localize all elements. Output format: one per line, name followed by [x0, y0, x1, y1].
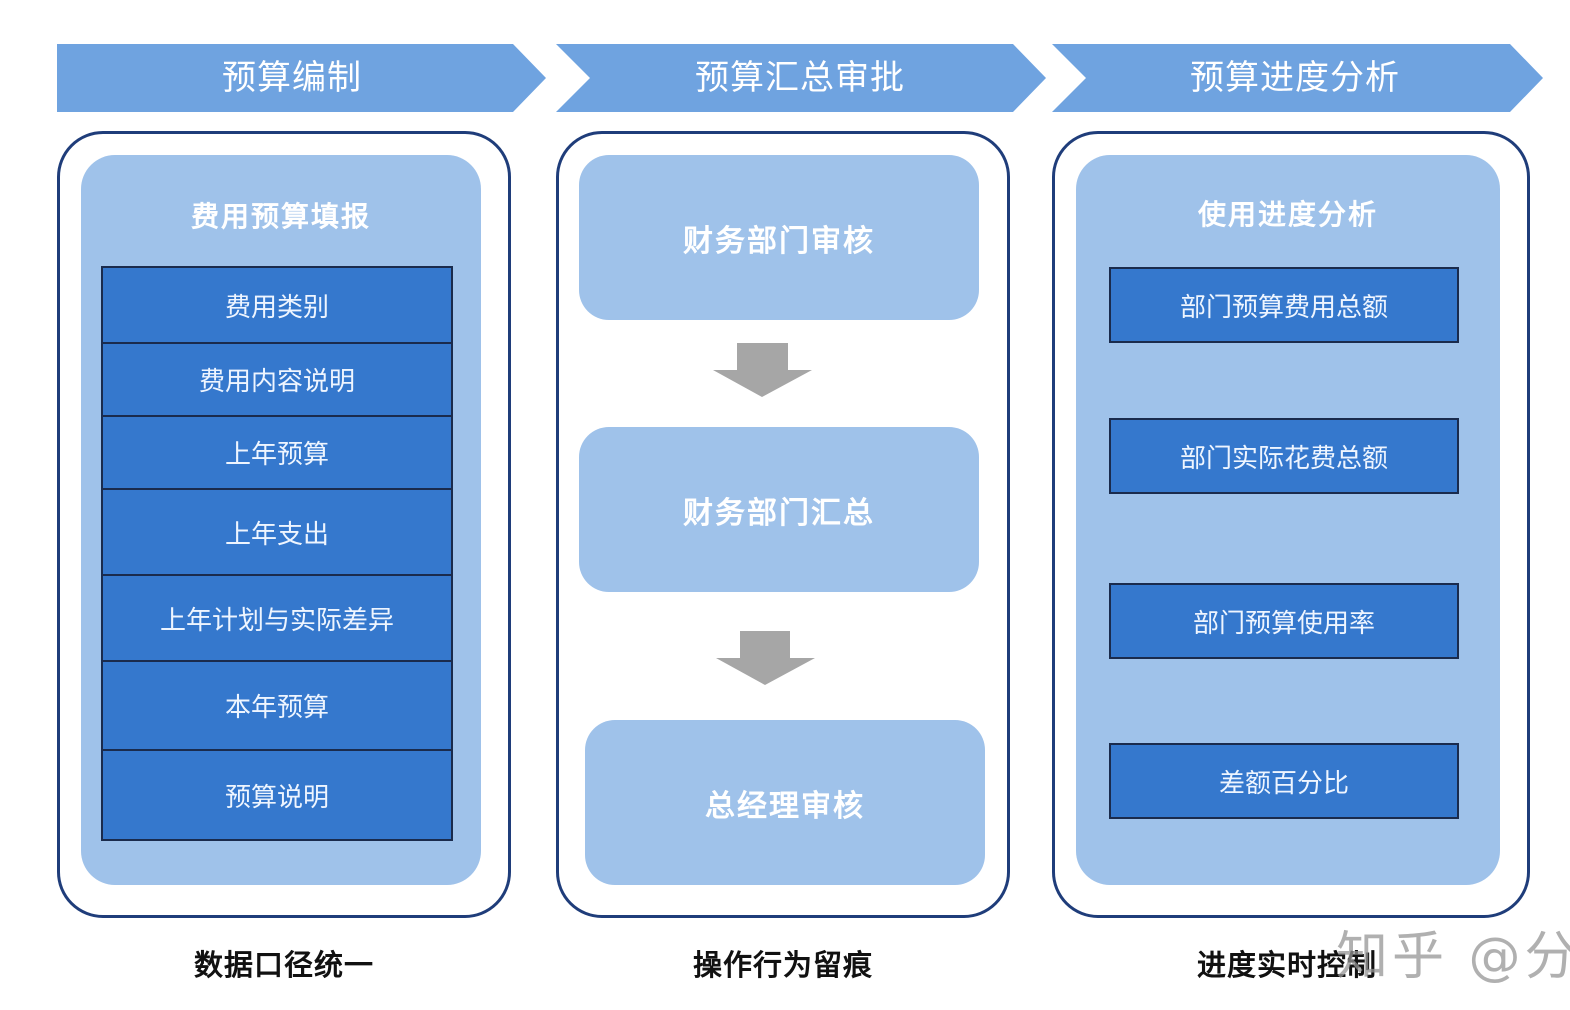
chevron-stage-3	[1052, 44, 1543, 112]
caption-operation-trace: 操作行为留痕	[692, 948, 873, 982]
metric-variance-percentage: 差额百分比	[1109, 743, 1459, 819]
arrow-down-icon	[713, 343, 812, 397]
metric-budget-usage-rate: 部门预算使用率	[1109, 583, 1459, 659]
arrow-down-icon	[716, 631, 815, 685]
chevron-stage-2	[556, 44, 1046, 112]
chevron-stage-1	[57, 44, 546, 112]
field-row: 费用类别	[103, 268, 451, 344]
step-finance-summary: 财务部门汇总	[579, 427, 979, 592]
caption-realtime-control: 进度实时控制	[1196, 948, 1377, 982]
budget-field-table: 费用类别 费用内容说明 上年预算 上年支出 上年计划与实际差异 本年预算 预算说…	[101, 266, 453, 841]
stage-title-3: 预算进度分析	[1190, 58, 1400, 98]
metric-dept-budget-total: 部门预算费用总额	[1109, 267, 1459, 343]
field-row: 上年支出	[103, 490, 451, 576]
field-row: 上年计划与实际差异	[103, 576, 451, 662]
panel-title-expense-budget: 费用预算填报	[190, 200, 371, 233]
stage-title-2: 预算汇总审批	[695, 58, 905, 98]
caption-data-consistency: 数据口径统一	[193, 948, 374, 982]
panel-title-usage-progress: 使用进度分析	[1197, 198, 1378, 231]
stage-chevron-bar	[57, 44, 1543, 112]
field-row: 费用内容说明	[103, 344, 451, 417]
step-gm-review: 总经理审核	[585, 720, 985, 885]
step-finance-review: 财务部门审核	[579, 155, 979, 320]
field-row: 本年预算	[103, 662, 451, 751]
field-row: 预算说明	[224, 782, 329, 813]
metric-dept-actual-spend: 部门实际花费总额	[1109, 418, 1459, 494]
stage-title-1: 预算编制	[222, 58, 362, 98]
field-row: 上年预算	[103, 417, 451, 490]
zhihu-watermark: 知乎 @分	[1336, 927, 1570, 987]
